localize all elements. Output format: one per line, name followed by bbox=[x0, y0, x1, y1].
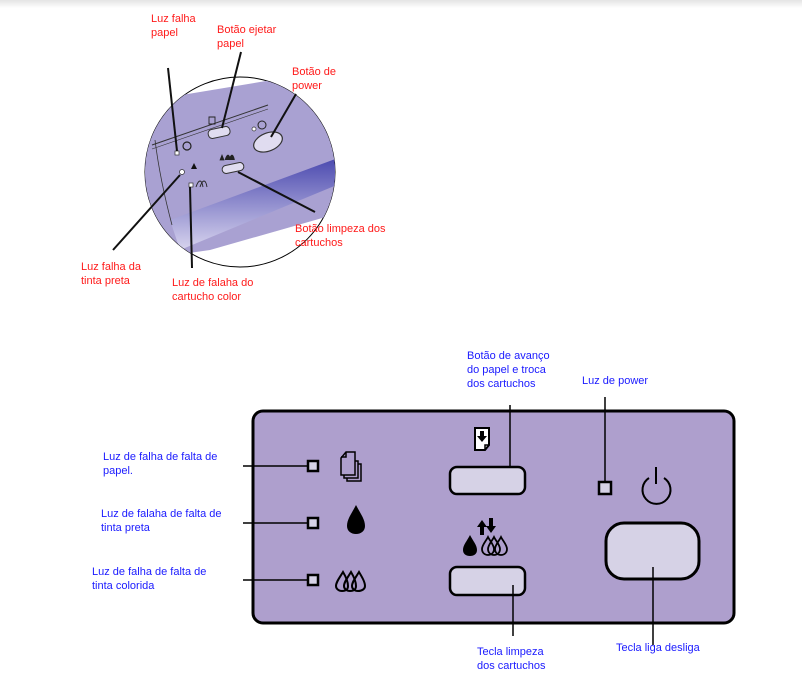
label-line: power bbox=[292, 80, 322, 92]
label-power-light: Luz de power bbox=[582, 374, 648, 388]
label-line: Luz falha da bbox=[81, 261, 141, 273]
paper-stack-icon bbox=[340, 451, 362, 482]
label-cartridge-clean-key: Tecla limpeza dos cartuchos bbox=[477, 645, 545, 673]
printer-front-edge bbox=[170, 148, 335, 250]
color-ink-fault-led bbox=[306, 573, 320, 587]
label-line: papel bbox=[151, 27, 178, 39]
ink-exchange-icon bbox=[463, 518, 508, 556]
black-ink-icon bbox=[191, 163, 197, 169]
label-line: Luz de falaha do bbox=[172, 277, 254, 289]
label-line: cartuchos bbox=[295, 237, 343, 249]
eject-icon bbox=[208, 116, 216, 125]
label-line: Luz de power bbox=[582, 375, 649, 387]
top-leader-lines bbox=[112, 51, 316, 269]
label-black-ink-fault-light-bottom: Luz de falaha de falta de tinta preta bbox=[101, 507, 221, 535]
eject-paper-button[interactable] bbox=[207, 126, 231, 139]
paper-fault-row bbox=[243, 451, 362, 482]
black-ink-fault-led bbox=[306, 516, 320, 530]
cartridge-clean-button[interactable] bbox=[221, 162, 245, 174]
black-ink-fault-row bbox=[243, 505, 365, 534]
paper-advance-button[interactable] bbox=[448, 465, 527, 496]
color-ink-fault-row bbox=[243, 570, 367, 593]
label-line: dos cartuchos bbox=[477, 660, 546, 672]
label-line: Luz de falha de falta de bbox=[103, 451, 218, 463]
label-black-ink-fault-light: Luz falha da tinta preta bbox=[81, 260, 141, 288]
power-led bbox=[251, 126, 257, 132]
label-line: Tecla limpeza bbox=[477, 646, 544, 658]
black-ink-drop-icon bbox=[347, 505, 365, 534]
label-power-key: Tecla liga desliga bbox=[616, 641, 700, 655]
power-icon bbox=[641, 467, 672, 505]
label-line: Botão de bbox=[292, 66, 337, 78]
paper-feed-icon bbox=[474, 427, 490, 451]
power-icon-small bbox=[257, 120, 267, 130]
color-ink-drops-icon bbox=[334, 570, 367, 593]
label-line: tinta preta bbox=[101, 522, 150, 534]
label-line: Botão limpeza dos bbox=[295, 223, 386, 235]
label-line: Luz de falaha de falta de bbox=[101, 508, 222, 520]
paper-fault-led bbox=[306, 459, 320, 473]
label-line: Tecla liga desliga bbox=[616, 642, 700, 654]
clean-icon bbox=[219, 154, 235, 161]
label-line: Botão ejetar bbox=[217, 24, 277, 36]
label-line: tinta preta bbox=[81, 275, 130, 287]
label-line: dos cartuchos bbox=[467, 378, 536, 390]
black-ink-led bbox=[179, 169, 185, 175]
cartridge-clean-button[interactable] bbox=[448, 565, 527, 597]
label-eject-paper-button: Botão ejetar papel bbox=[217, 23, 276, 51]
power-button[interactable] bbox=[251, 128, 286, 156]
label-line: Luz de falha de falta de bbox=[92, 566, 207, 578]
color-ink-icon bbox=[195, 180, 208, 188]
power-led bbox=[597, 480, 613, 496]
label-paper-fault-light: Luz falha papel bbox=[151, 12, 196, 40]
label-line: Luz falha bbox=[151, 13, 196, 25]
label-cartridge-clean-button: Botão limpeza dos cartuchos bbox=[295, 222, 386, 250]
label-color-cartridge-fault-light: Luz de falaha do cartucho color bbox=[172, 276, 253, 304]
label-line: papel bbox=[217, 38, 244, 50]
label-line: papel. bbox=[103, 465, 133, 477]
label-paper-fault-light-bottom: Luz de falha de falta de papel. bbox=[103, 450, 217, 478]
top-fade bbox=[0, 0, 802, 8]
label-line: tinta colorida bbox=[92, 580, 155, 592]
label-color-ink-fault-light: Luz de falha de falta de tinta colorida bbox=[92, 565, 206, 593]
label-paper-advance-button: Botão de avanço do papel e troca dos car… bbox=[467, 349, 550, 391]
label-line: Botão de avanço bbox=[467, 350, 550, 362]
label-line: do papel e troca bbox=[467, 364, 546, 376]
paper-icon bbox=[182, 141, 192, 151]
label-power-button: Botão de power bbox=[292, 65, 336, 93]
label-line: cartucho color bbox=[172, 291, 242, 303]
